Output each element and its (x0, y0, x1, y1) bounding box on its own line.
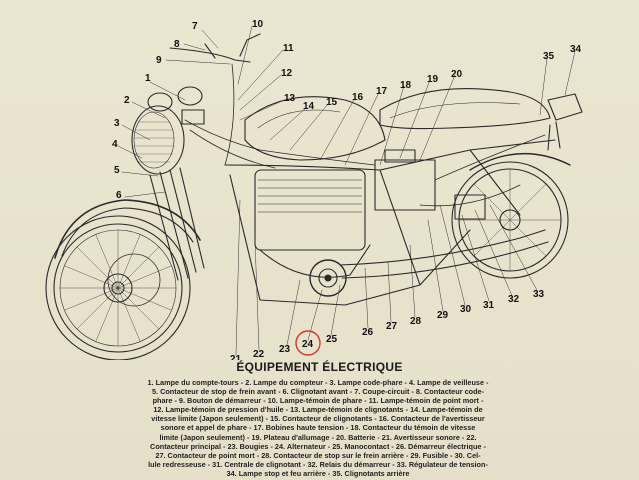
front-wheel (45, 199, 201, 360)
legend-line: Contacteur principal - 23. Bougies - 24.… (150, 441, 486, 451)
callout-19: 19 (427, 74, 439, 85)
callout-5: 5 (114, 165, 120, 176)
front-fork (149, 167, 205, 281)
legend-line: 12. Lampe-témoin de pression d'huile - 1… (153, 405, 483, 415)
callout-2: 2 (124, 95, 130, 106)
diagram-title: ÉQUIPEMENT ÉLECTRIQUE (236, 360, 403, 374)
callout-35: 35 (543, 51, 555, 62)
callout-29: 29 (437, 310, 449, 321)
callout-3: 3 (114, 118, 120, 129)
fuel-tank (244, 96, 386, 161)
callout-17: 17 (376, 86, 388, 97)
callout-15: 15 (326, 97, 338, 108)
callout-31: 31 (483, 300, 495, 311)
legend-line: 1. Lampe du compte-tours - 2. Lampe du c… (147, 378, 489, 387)
callout-4: 4 (112, 139, 118, 150)
engine (254, 169, 371, 297)
callout-1: 1 (145, 73, 151, 84)
battery-box (374, 149, 486, 220)
callout-23: 23 (279, 344, 291, 355)
tail-light (547, 93, 583, 151)
callout-32: 32 (508, 294, 520, 305)
callout-leader-lines (117, 25, 576, 356)
callout-27: 27 (386, 321, 398, 332)
motorcycle-wiring-illustration: 1 2 3 4 5 6 7 8 9 10 11 12 13 14 15 16 1… (45, 19, 583, 360)
instrument-cluster (147, 86, 205, 125)
legend-line: 5. Contacteur de stop de frein avant - 6… (151, 387, 485, 397)
callout-6: 6 (116, 190, 122, 201)
callout-26: 26 (362, 327, 374, 338)
callout-8: 8 (174, 39, 180, 50)
callout-10: 10 (252, 19, 264, 30)
frame (224, 139, 556, 306)
legend-line: vitesse limite (Japon seulement) - 15. C… (151, 414, 485, 424)
seat (379, 88, 551, 130)
callout-24: 24 (302, 339, 314, 350)
callout-34: 34 (570, 44, 582, 55)
callout-28: 28 (410, 316, 422, 327)
legend: 1. Lampe du compte-tours - 2. Lampe du c… (108, 378, 528, 478)
legend-line: lule redresseuse - 31. Centrale de clign… (148, 459, 488, 469)
callout-25: 25 (326, 334, 338, 345)
handlebar (169, 33, 261, 166)
legend-line: limite (Japon seulement) - 19. Plateau d… (159, 432, 477, 442)
legend-line: phare - 9. Bouton de démarreur - 10. Lam… (152, 396, 484, 406)
exhaust (339, 229, 549, 279)
callout-16: 16 (352, 92, 364, 103)
callout-14: 14 (303, 101, 315, 112)
callout-21: 21 (230, 354, 242, 360)
legend-line: 34. Lampe stop et feu arrière - 35. Clig… (226, 468, 410, 478)
legend-line: 27. Contacteur de point mort - 28. Conta… (155, 450, 481, 460)
highlight-circle-24 (295, 330, 321, 356)
headlight (131, 105, 185, 175)
legend-line: sonore et appel de phare - 17. Bobines h… (160, 423, 476, 433)
callout-30: 30 (460, 304, 472, 315)
callout-18: 18 (400, 80, 412, 91)
callout-9: 9 (156, 55, 162, 66)
rear-wheel (451, 152, 571, 279)
callout-7: 7 (192, 21, 198, 32)
callout-13: 13 (284, 93, 296, 104)
callout-22: 22 (253, 349, 265, 360)
callout-11: 11 (283, 43, 294, 54)
callout-20: 20 (451, 69, 463, 80)
wiring-harness (184, 119, 546, 207)
callout-33: 33 (533, 289, 545, 300)
callout-12: 12 (281, 68, 293, 79)
callout-numbers: 1 2 3 4 5 6 7 8 9 10 11 12 13 14 15 16 1… (112, 19, 582, 360)
